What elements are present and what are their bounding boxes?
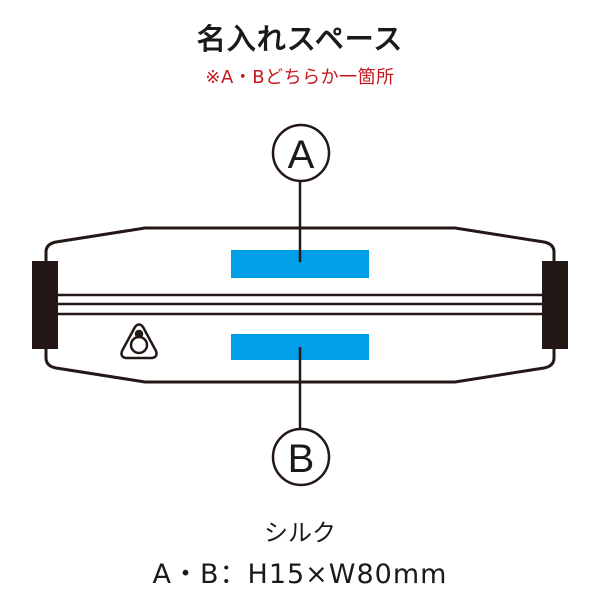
- label-a: A: [288, 133, 315, 177]
- label-b: B: [288, 437, 315, 481]
- label-a-circle: [271, 123, 331, 183]
- print-method: シルク: [264, 519, 336, 547]
- right-end-cap: [542, 261, 568, 349]
- zipper-pull-icon: [120, 323, 158, 360]
- label-b-circle: [271, 427, 331, 487]
- page-title: 名入れスペース: [196, 22, 404, 56]
- left-end-cap: [32, 261, 58, 349]
- print-size: A・B：H15×W80mm: [152, 559, 448, 590]
- print-area-note: ※A・Bどちらか一箇所: [205, 67, 395, 88]
